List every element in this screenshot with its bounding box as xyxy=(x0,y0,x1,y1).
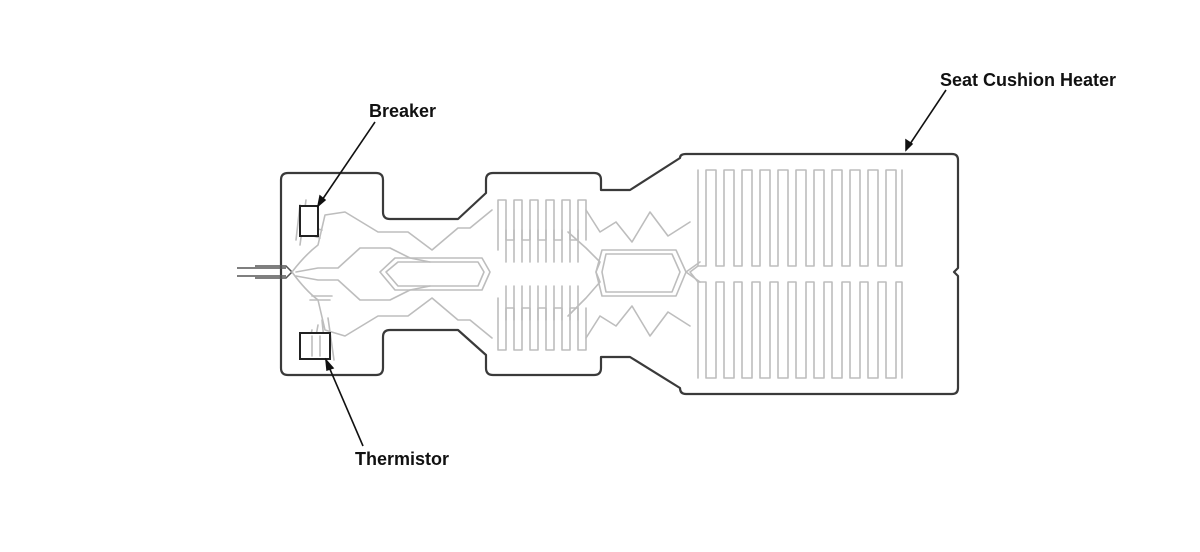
leader-seat-cushion-heater xyxy=(905,89,947,152)
breaker-component xyxy=(299,205,319,237)
leader-breaker xyxy=(316,121,376,208)
heater-pad-outline xyxy=(279,152,960,396)
label-thermistor: Thermistor xyxy=(355,449,449,469)
label-breaker: Breaker xyxy=(369,101,436,121)
label-seat-cushion-heater: Seat Cushion Heater xyxy=(940,70,1116,90)
thermistor-component xyxy=(299,332,331,360)
cable xyxy=(237,265,294,279)
leader-thermistor xyxy=(325,357,364,447)
